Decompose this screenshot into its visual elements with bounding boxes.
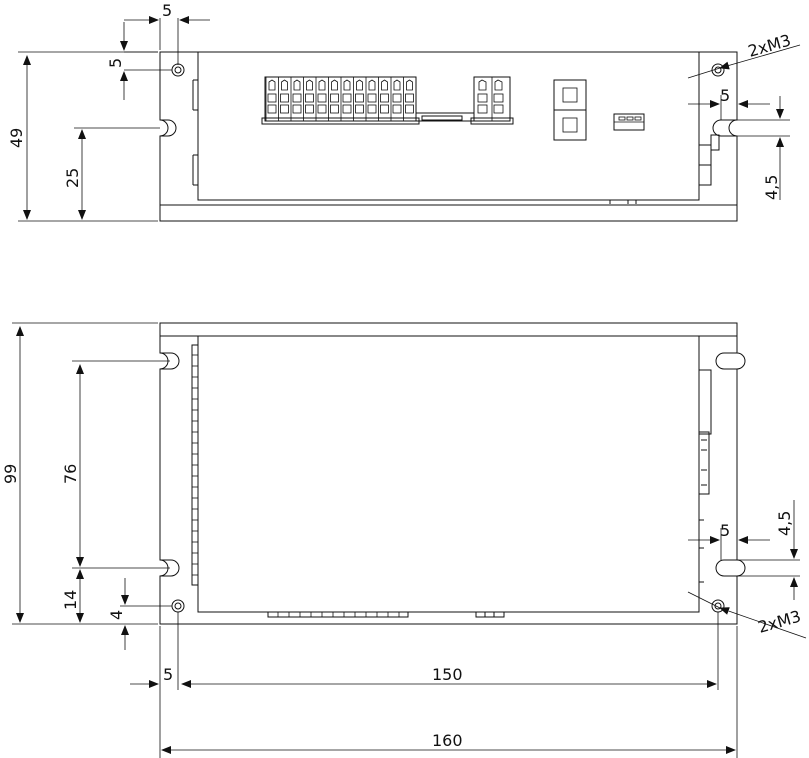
terminal-pin — [292, 93, 302, 103]
terminal-pin — [477, 93, 488, 103]
top-hole-left — [171, 599, 185, 613]
dim-side-slot-width: 4,5 — [762, 175, 781, 200]
terminal-pin — [355, 93, 364, 103]
terminal-pin — [405, 93, 414, 103]
top-view: 99 76 14 4 5 150 160 5 — [1, 322, 807, 758]
dim-side-hole-top: 5 — [162, 1, 172, 20]
dim-top-slot-width: 4,5 — [775, 511, 794, 536]
terminal-pin — [267, 93, 277, 103]
bottom-connector-strip — [267, 611, 409, 618]
dim-side-slot: 25 — [63, 168, 82, 188]
terminal-pin — [330, 93, 339, 103]
terminal-pin — [380, 93, 389, 103]
dim-top-slot-right: 5 — [720, 521, 730, 540]
dim-top-hole-bottom: 4 — [107, 610, 126, 620]
terminal-pin — [317, 93, 327, 103]
terminal-pin — [367, 93, 377, 103]
dim-top-slot-offset: 14 — [61, 590, 80, 610]
right-connector-2 — [698, 431, 710, 495]
seven-segment-display — [553, 79, 587, 141]
terminal-block-12pin — [261, 76, 420, 125]
terminal-pin — [493, 93, 504, 103]
top-hole-right — [711, 599, 725, 613]
dim-top-hole-spacing: 150 — [432, 665, 463, 684]
terminal-pin — [305, 93, 314, 103]
side-base-plate — [159, 51, 738, 222]
dim-side-height: 49 — [7, 128, 26, 148]
right-connector-1 — [698, 369, 712, 435]
dim-side-hole-left: 5 — [106, 58, 125, 68]
dim-top-overall-length: 160 — [432, 731, 463, 750]
thread-callout-top: 2xM3 — [756, 607, 803, 637]
thread-callout-side: 2xM3 — [746, 31, 793, 61]
terminal-pin — [280, 93, 289, 103]
dim-top-hole-left: 5 — [163, 665, 173, 684]
top-housing — [197, 335, 700, 613]
side-housing — [197, 51, 700, 201]
top-base-plate — [159, 322, 746, 625]
terminal-pin — [392, 93, 402, 103]
dim-top-slot-spacing: 76 — [61, 464, 80, 484]
dim-side-slot-right: 5 — [720, 86, 730, 105]
dim-top-height: 99 — [1, 464, 20, 484]
side-view: 5 5 49 25 5 4,5 2xM3 — [7, 1, 801, 222]
dip-switch — [613, 113, 645, 131]
side-hole-left — [171, 63, 185, 77]
side-hole-right — [711, 63, 725, 77]
terminal-pin — [342, 93, 352, 103]
